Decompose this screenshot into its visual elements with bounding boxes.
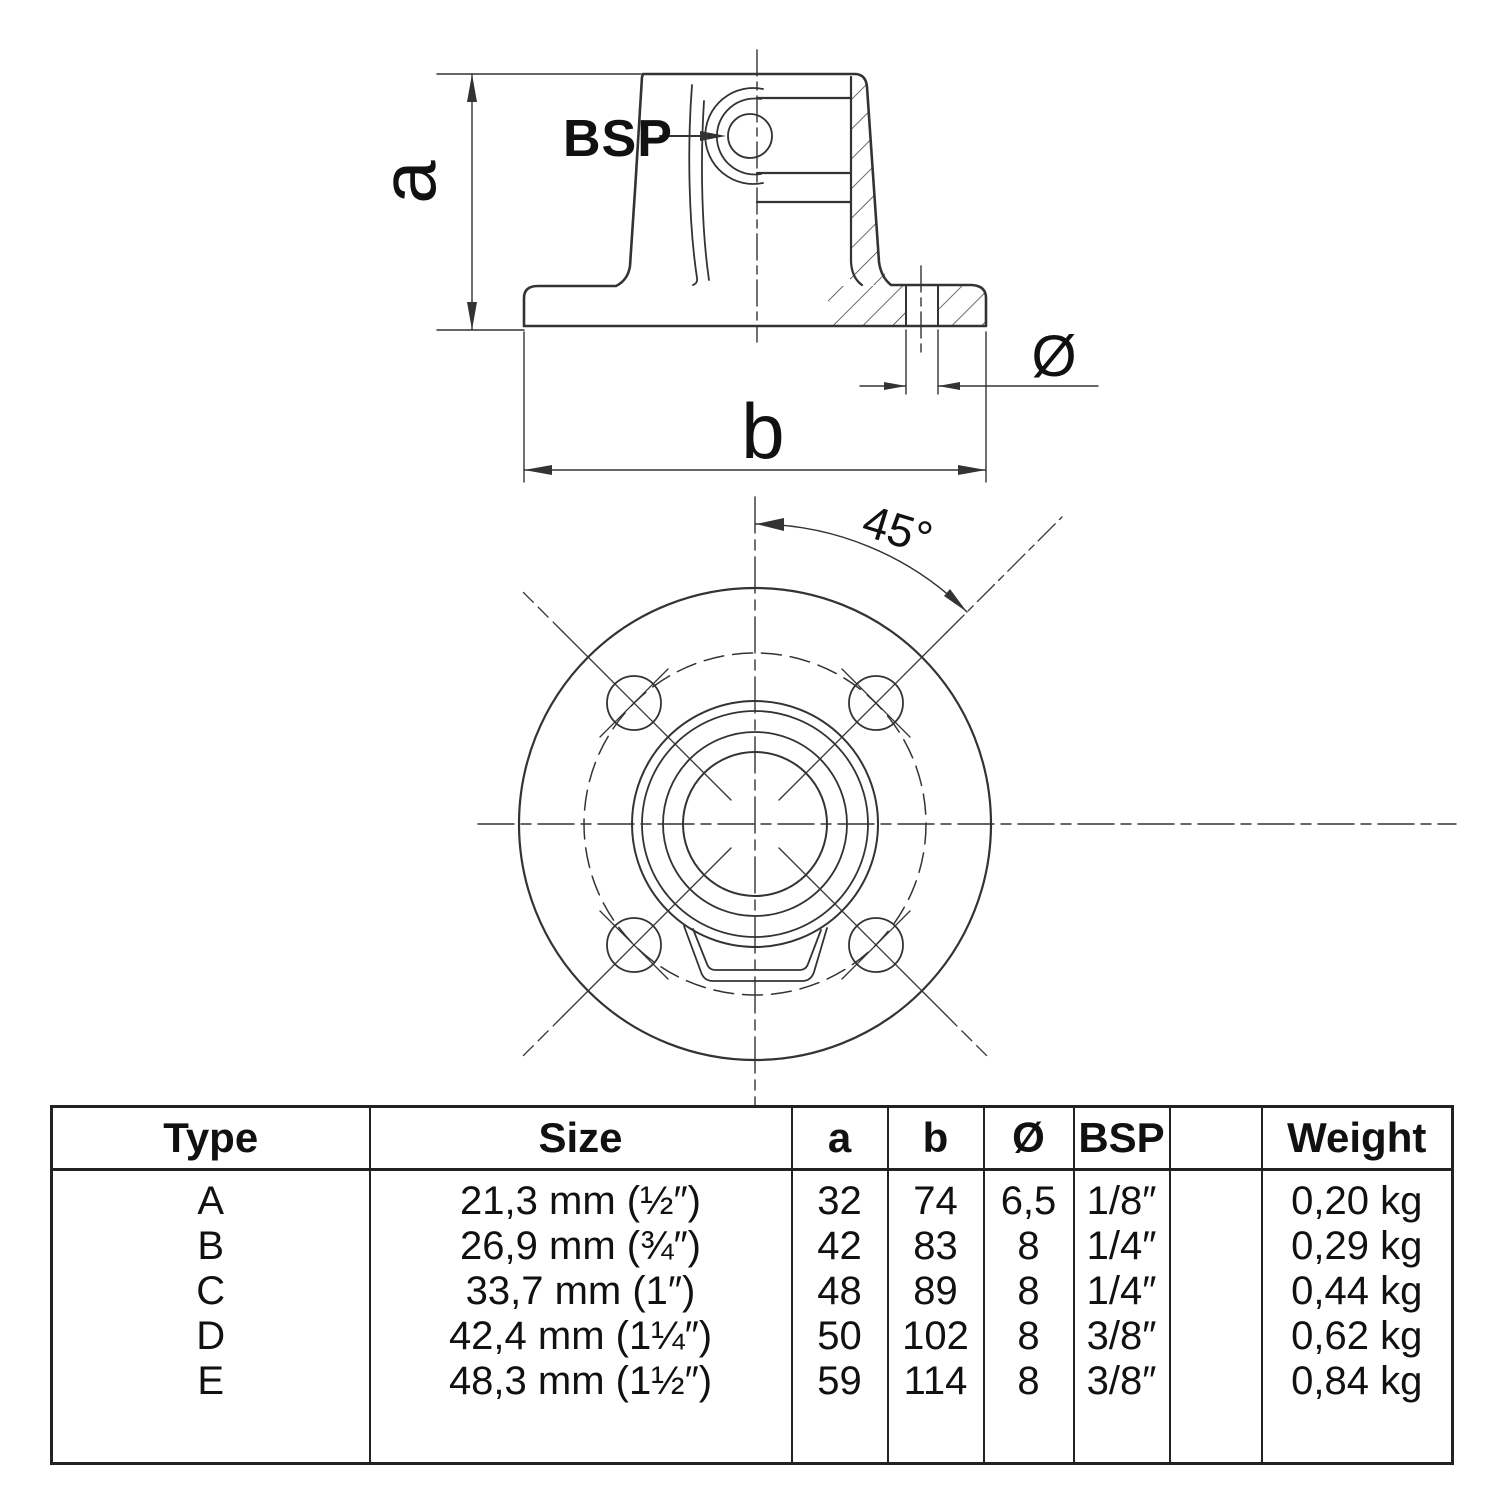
dim-label-a: a <box>364 160 452 204</box>
spec-table: Type Size a b Ø BSP Weight A 21,3 mm (½″… <box>50 1105 1454 1465</box>
header-type: Type <box>50 1106 371 1171</box>
bsp-leader-arrow <box>659 131 726 141</box>
cell-size: 21,3 mm (½″) <box>368 1169 793 1224</box>
drawing-views: BSP a b Ø <box>364 49 1457 1107</box>
cell-diameter: 6,5 <box>982 1169 1075 1224</box>
cell-type: E <box>50 1359 371 1404</box>
base-bolt-hole <box>905 285 939 327</box>
cell-bsp: 1/8″ <box>1072 1169 1171 1224</box>
cell-size: 48,3 mm (1½″) <box>368 1359 793 1404</box>
cell-a: 42 <box>790 1224 889 1269</box>
table-header-row: Type Size a b Ø BSP Weight <box>50 1106 1454 1171</box>
cell-a: 32 <box>790 1169 889 1224</box>
cell-a: 50 <box>790 1314 889 1359</box>
header-weight: Weight <box>1260 1106 1454 1171</box>
top-view <box>477 496 1457 1107</box>
cell-weight: 0,44 kg <box>1260 1269 1454 1314</box>
cell-bsp: 1/4″ <box>1072 1269 1171 1314</box>
cell-size: 26,9 mm (¾″) <box>368 1224 793 1269</box>
cell-weight: 0,29 kg <box>1260 1224 1454 1269</box>
flange-outline <box>522 72 988 328</box>
cell-a: 59 <box>790 1359 889 1404</box>
top-centerlines <box>477 496 1457 1107</box>
dim-label-diameter: Ø <box>1031 324 1076 389</box>
cell-b: 102 <box>886 1314 985 1359</box>
section-hatching <box>828 74 986 326</box>
cell-spacer <box>1168 1224 1263 1269</box>
bolt-holes <box>606 675 904 973</box>
boss-rib-outline <box>683 925 828 982</box>
cell-weight: 0,20 kg <box>1260 1169 1454 1224</box>
table-filler-row <box>50 1404 1454 1464</box>
side-view <box>436 49 1099 483</box>
side-centerlines <box>756 49 922 355</box>
cell-size: 42,4 mm (1¼″) <box>368 1314 793 1359</box>
cell-diameter: 8 <box>982 1359 1075 1404</box>
table-row: B 26,9 mm (¾″) 42 83 8 1/4″ 0,29 kg <box>50 1224 1454 1269</box>
diagonal-centerlines <box>522 516 1063 1057</box>
cell-type: B <box>50 1224 371 1269</box>
cell-b: 114 <box>886 1359 985 1404</box>
dimension-b <box>523 331 987 483</box>
dim-label-b: b <box>741 387 784 475</box>
angle-label: 45° <box>857 494 939 564</box>
cell-diameter: 8 <box>982 1224 1075 1269</box>
cell-spacer <box>1168 1169 1263 1224</box>
header-spacer <box>1168 1106 1263 1171</box>
cell-b: 74 <box>886 1169 985 1224</box>
cell-diameter: 8 <box>982 1314 1075 1359</box>
header-bsp: BSP <box>1072 1106 1171 1171</box>
header-size: Size <box>368 1106 793 1171</box>
table-row: E 48,3 mm (1½″) 59 114 8 3/8″ 0,84 kg <box>50 1359 1454 1404</box>
cell-type: D <box>50 1314 371 1359</box>
header-diameter: Ø <box>982 1106 1075 1171</box>
header-a: a <box>790 1106 889 1171</box>
header-b: b <box>886 1106 985 1171</box>
bsp-label: BSP <box>563 110 673 168</box>
cell-type: A <box>50 1169 371 1224</box>
cell-spacer <box>1168 1359 1263 1404</box>
cell-spacer <box>1168 1314 1263 1359</box>
cell-b: 83 <box>886 1224 985 1269</box>
table-row: C 33,7 mm (1″) 48 89 8 1/4″ 0,44 kg <box>50 1269 1454 1314</box>
spec-table-container: Type Size a b Ø BSP Weight A 21,3 mm (½″… <box>50 1105 1454 1465</box>
dimension-a <box>436 73 642 331</box>
cell-diameter: 8 <box>982 1269 1075 1314</box>
cell-size: 33,7 mm (1″) <box>368 1269 793 1314</box>
cell-spacer <box>1168 1269 1263 1314</box>
cell-bsp: 3/8″ <box>1072 1314 1171 1359</box>
cell-weight: 0,84 kg <box>1260 1359 1454 1404</box>
boss-edge-lines <box>688 84 710 286</box>
angle-dimension <box>754 518 968 613</box>
cell-type: C <box>50 1269 371 1314</box>
dimension-diameter <box>859 329 1099 395</box>
cell-weight: 0,62 kg <box>1260 1314 1454 1359</box>
cell-bsp: 1/4″ <box>1072 1224 1171 1269</box>
section-hole-lines <box>755 75 864 287</box>
table-row: D 42,4 mm (1¼″) 50 102 8 3/8″ 0,62 kg <box>50 1314 1454 1359</box>
table-row: A 21,3 mm (½″) 32 74 6,5 1/8″ 0,20 kg <box>50 1169 1454 1224</box>
cell-b: 89 <box>886 1269 985 1314</box>
cell-bsp: 3/8″ <box>1072 1359 1171 1404</box>
cell-a: 48 <box>790 1269 889 1314</box>
